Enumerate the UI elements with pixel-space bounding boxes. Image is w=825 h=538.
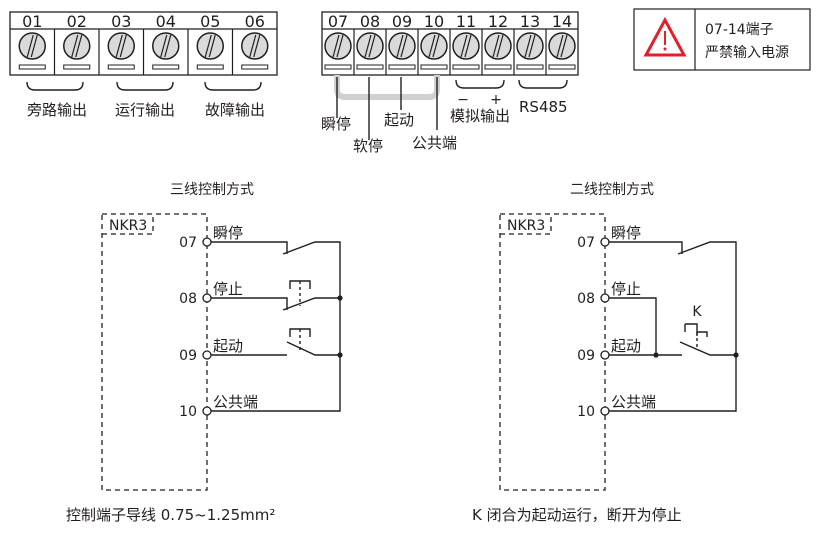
terminal-number: 13 <box>520 12 540 31</box>
terminal-number: 07 <box>328 12 348 31</box>
terminal-label: 公共端 <box>611 393 656 411</box>
terminal-label: 起动 <box>213 337 243 355</box>
instant-stop-label: 瞬停 <box>321 115 351 133</box>
right-block-labels: 瞬停 软停 起动 公共端 − + 模拟输出 RS485 <box>321 75 568 155</box>
terminal-number: 06 <box>245 12 265 31</box>
switch-k-label: K <box>692 304 702 320</box>
terminal-label: 公共端 <box>213 393 258 411</box>
terminal-number: 08 <box>577 291 595 307</box>
terminal-number: 03 <box>111 12 131 31</box>
plus-label: + <box>490 92 502 108</box>
terminal-label: 起动 <box>611 337 641 355</box>
terminal-number: 10 <box>179 404 197 420</box>
soft-stop-label: 软停 <box>353 137 383 155</box>
screw-icon <box>63 32 91 60</box>
common-link-bar <box>334 75 440 100</box>
terminal-number: 02 <box>67 12 87 31</box>
screw-icon <box>107 32 135 60</box>
terminal-label: 瞬停 <box>611 224 641 242</box>
screw-icon <box>388 32 416 60</box>
terminal-number: 01 <box>22 12 42 31</box>
control-terminal: 07 瞬停 <box>179 224 243 251</box>
warning-triangle-icon <box>643 16 687 57</box>
device-label: NKR3 <box>109 218 147 234</box>
terminal-number: 05 <box>200 12 220 31</box>
terminal-number: 12 <box>488 12 508 31</box>
terminal-number: 09 <box>392 12 412 31</box>
control-terminal: 10 公共端 <box>179 393 258 420</box>
minus-label: − <box>457 92 469 108</box>
terminal-label: 停止 <box>213 280 243 298</box>
terminal-number: 04 <box>156 12 176 31</box>
terminal-number: 10 <box>424 12 444 31</box>
terminal-number: 07 <box>577 235 595 251</box>
screw-icon <box>420 32 448 60</box>
screw-icon <box>484 32 512 60</box>
terminal-number: 09 <box>179 348 197 364</box>
device-label: NKR3 <box>507 218 545 234</box>
terminal-label: 停止 <box>611 280 641 298</box>
two-wire-title: 二线控制方式 <box>570 182 654 198</box>
screw-icon <box>516 32 544 60</box>
terminal-number: 14 <box>552 12 572 31</box>
terminal-number: 11 <box>456 12 476 31</box>
terminal-label: 瞬停 <box>213 224 243 242</box>
k-switch-note: K 闭合为起动运行，断开为停止 <box>472 506 682 524</box>
control-terminal: 09 起动 <box>179 337 243 364</box>
terminal-block-07-14: 07 08 09 10 11 12 13 14 <box>321 11 579 76</box>
screw-icon <box>196 32 224 60</box>
warning-box: 07-14端子 严禁输入电源 <box>633 8 811 71</box>
run-output-label: 运行输出 <box>115 101 175 119</box>
control-terminal: 10 公共端 <box>577 393 656 420</box>
screw-icon <box>548 32 576 60</box>
fault-output-label: 故障输出 <box>205 101 265 119</box>
screw-icon <box>152 32 180 60</box>
warning-line-2: 严禁输入电源 <box>705 45 789 61</box>
start-label: 起动 <box>384 111 414 129</box>
common-label: 公共端 <box>412 134 457 152</box>
terminal-number: 09 <box>577 348 595 364</box>
wire-gauge-note: 控制端子导线 0.75~1.25mm² <box>66 506 275 524</box>
bypass-output-label: 旁路输出 <box>27 101 87 119</box>
control-terminal: 07 瞬停 <box>577 224 641 251</box>
terminal-number: 10 <box>577 404 595 420</box>
control-terminal: 09 起动 <box>577 337 641 364</box>
rs485-label: RS485 <box>519 98 568 116</box>
warning-line-1: 07-14端子 <box>705 22 774 38</box>
control-terminal: 08 停止 <box>577 280 641 307</box>
terminal-number: 08 <box>360 12 380 31</box>
terminal-number: 07 <box>179 235 197 251</box>
terminal-block-01-06: 01 02 03 04 05 06 <box>9 11 278 76</box>
analog-output-label: 模拟输出 <box>450 107 510 125</box>
three-wire-diagram: 三线控制方式 NKR3 07 瞬停 08 停止 09 起动 10 公共端 控制端子导线 0.7… <box>66 182 343 524</box>
two-wire-diagram: 二线控制方式 NKR3 07 瞬停 08 停止 09 起动 10 公共端 K K 闭合为起动运… <box>472 182 739 524</box>
screw-icon <box>452 32 480 60</box>
terminal-number: 08 <box>179 291 197 307</box>
screw-icon <box>324 32 352 60</box>
screw-icon <box>356 32 384 60</box>
screw-icon <box>18 32 46 60</box>
left-group-labels: 旁路输出 运行输出 故障输出 <box>26 81 265 119</box>
three-wire-title: 三线控制方式 <box>170 182 254 198</box>
control-terminal: 08 停止 <box>179 280 243 307</box>
screw-icon <box>241 32 269 60</box>
